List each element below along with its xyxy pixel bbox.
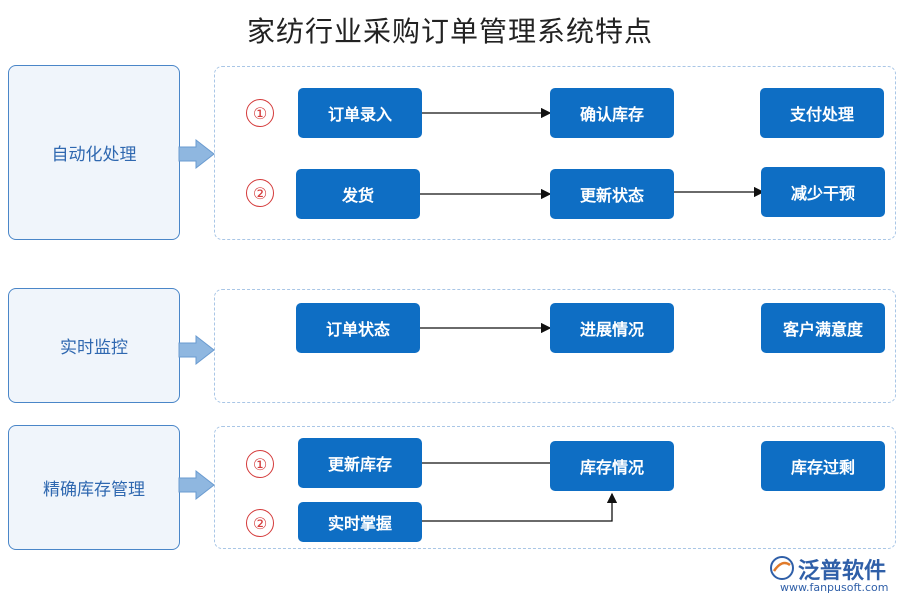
node-payment: 支付处理 — [760, 88, 884, 138]
logo-url: www.fanpusoft.com — [780, 581, 889, 594]
block-arrow-monitoring — [178, 334, 215, 366]
node-order-entry: 订单录入 — [298, 88, 422, 138]
block-arrow-inventory — [178, 469, 215, 501]
category-automation: 自动化处理 — [8, 65, 180, 240]
node-realtime-control: 实时掌握 — [298, 502, 422, 542]
marker-1-automation: ① — [246, 99, 274, 127]
category-monitoring-label: 实时监控 — [60, 338, 128, 358]
category-automation-label: 自动化处理 — [51, 145, 137, 165]
brand-logo: 泛普软件 www.fanpusoft.com — [768, 553, 896, 597]
node-update-stock: 更新库存 — [298, 438, 422, 488]
node-stock-status: 库存情况 — [550, 441, 674, 491]
logo-name: 泛普软件 — [798, 559, 887, 584]
category-inventory: 精确库存管理 — [8, 425, 180, 550]
node-overstock: 库存过剩 — [761, 441, 885, 491]
node-reduce-intervention: 减少干预 — [761, 167, 885, 217]
node-confirm-stock: 确认库存 — [550, 88, 674, 138]
marker-2-inventory: ② — [246, 509, 274, 537]
marker-1-inventory: ① — [246, 450, 274, 478]
block-arrow-automation — [178, 138, 215, 170]
node-order-status: 订单状态 — [296, 303, 420, 353]
marker-2-automation: ② — [246, 179, 274, 207]
node-update-status: 更新状态 — [550, 169, 674, 219]
arrow-realtime-to-stock — [422, 492, 618, 522]
node-progress: 进展情况 — [550, 303, 674, 353]
diagram-title: 家纺行业采购订单管理系统特点 — [246, 15, 653, 48]
logo-mark-icon — [770, 556, 794, 580]
category-inventory-label: 精确库存管理 — [43, 480, 145, 500]
node-ship: 发货 — [296, 169, 420, 219]
node-satisfaction: 客户满意度 — [761, 303, 885, 353]
